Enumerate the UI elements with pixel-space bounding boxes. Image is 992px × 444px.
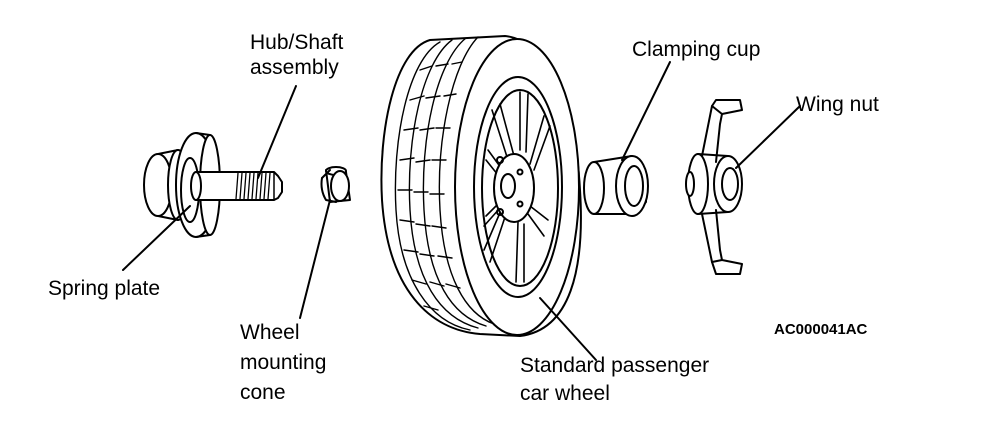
leader-hub-shaft <box>258 86 296 178</box>
leader-wheel <box>540 298 596 360</box>
label-clamping-cup: Clamping cup <box>632 38 761 61</box>
hub-shaft-assembly <box>144 133 282 237</box>
label-standard-passenger-car-wheel: Standard passenger car wheel <box>520 354 710 405</box>
leader-cone <box>300 200 330 318</box>
shaft-threads <box>236 173 270 199</box>
figure-code: AC000041AC <box>774 321 868 338</box>
standard-passenger-car-wheel <box>381 36 580 336</box>
wheel-mounting-cone <box>322 167 351 202</box>
label-hub-shaft-assembly: Hub/Shaft assembly <box>250 31 344 79</box>
leader-wing-nut <box>736 106 800 168</box>
wing-nut-lower-wing <box>702 210 742 274</box>
wing-nut-upper-wing <box>702 100 742 162</box>
wing-nut <box>686 100 742 274</box>
leader-lines <box>123 62 800 360</box>
label-wing-nut: Wing nut <box>796 93 879 116</box>
tire-tread <box>395 37 494 330</box>
label-spring-plate: Spring plate <box>48 277 161 300</box>
leader-spring-plate <box>123 206 190 270</box>
label-wheel-mounting-cone: Wheel mounting cone <box>240 321 327 404</box>
clamping-cup <box>584 156 648 216</box>
leader-clamping-cup <box>622 62 670 160</box>
